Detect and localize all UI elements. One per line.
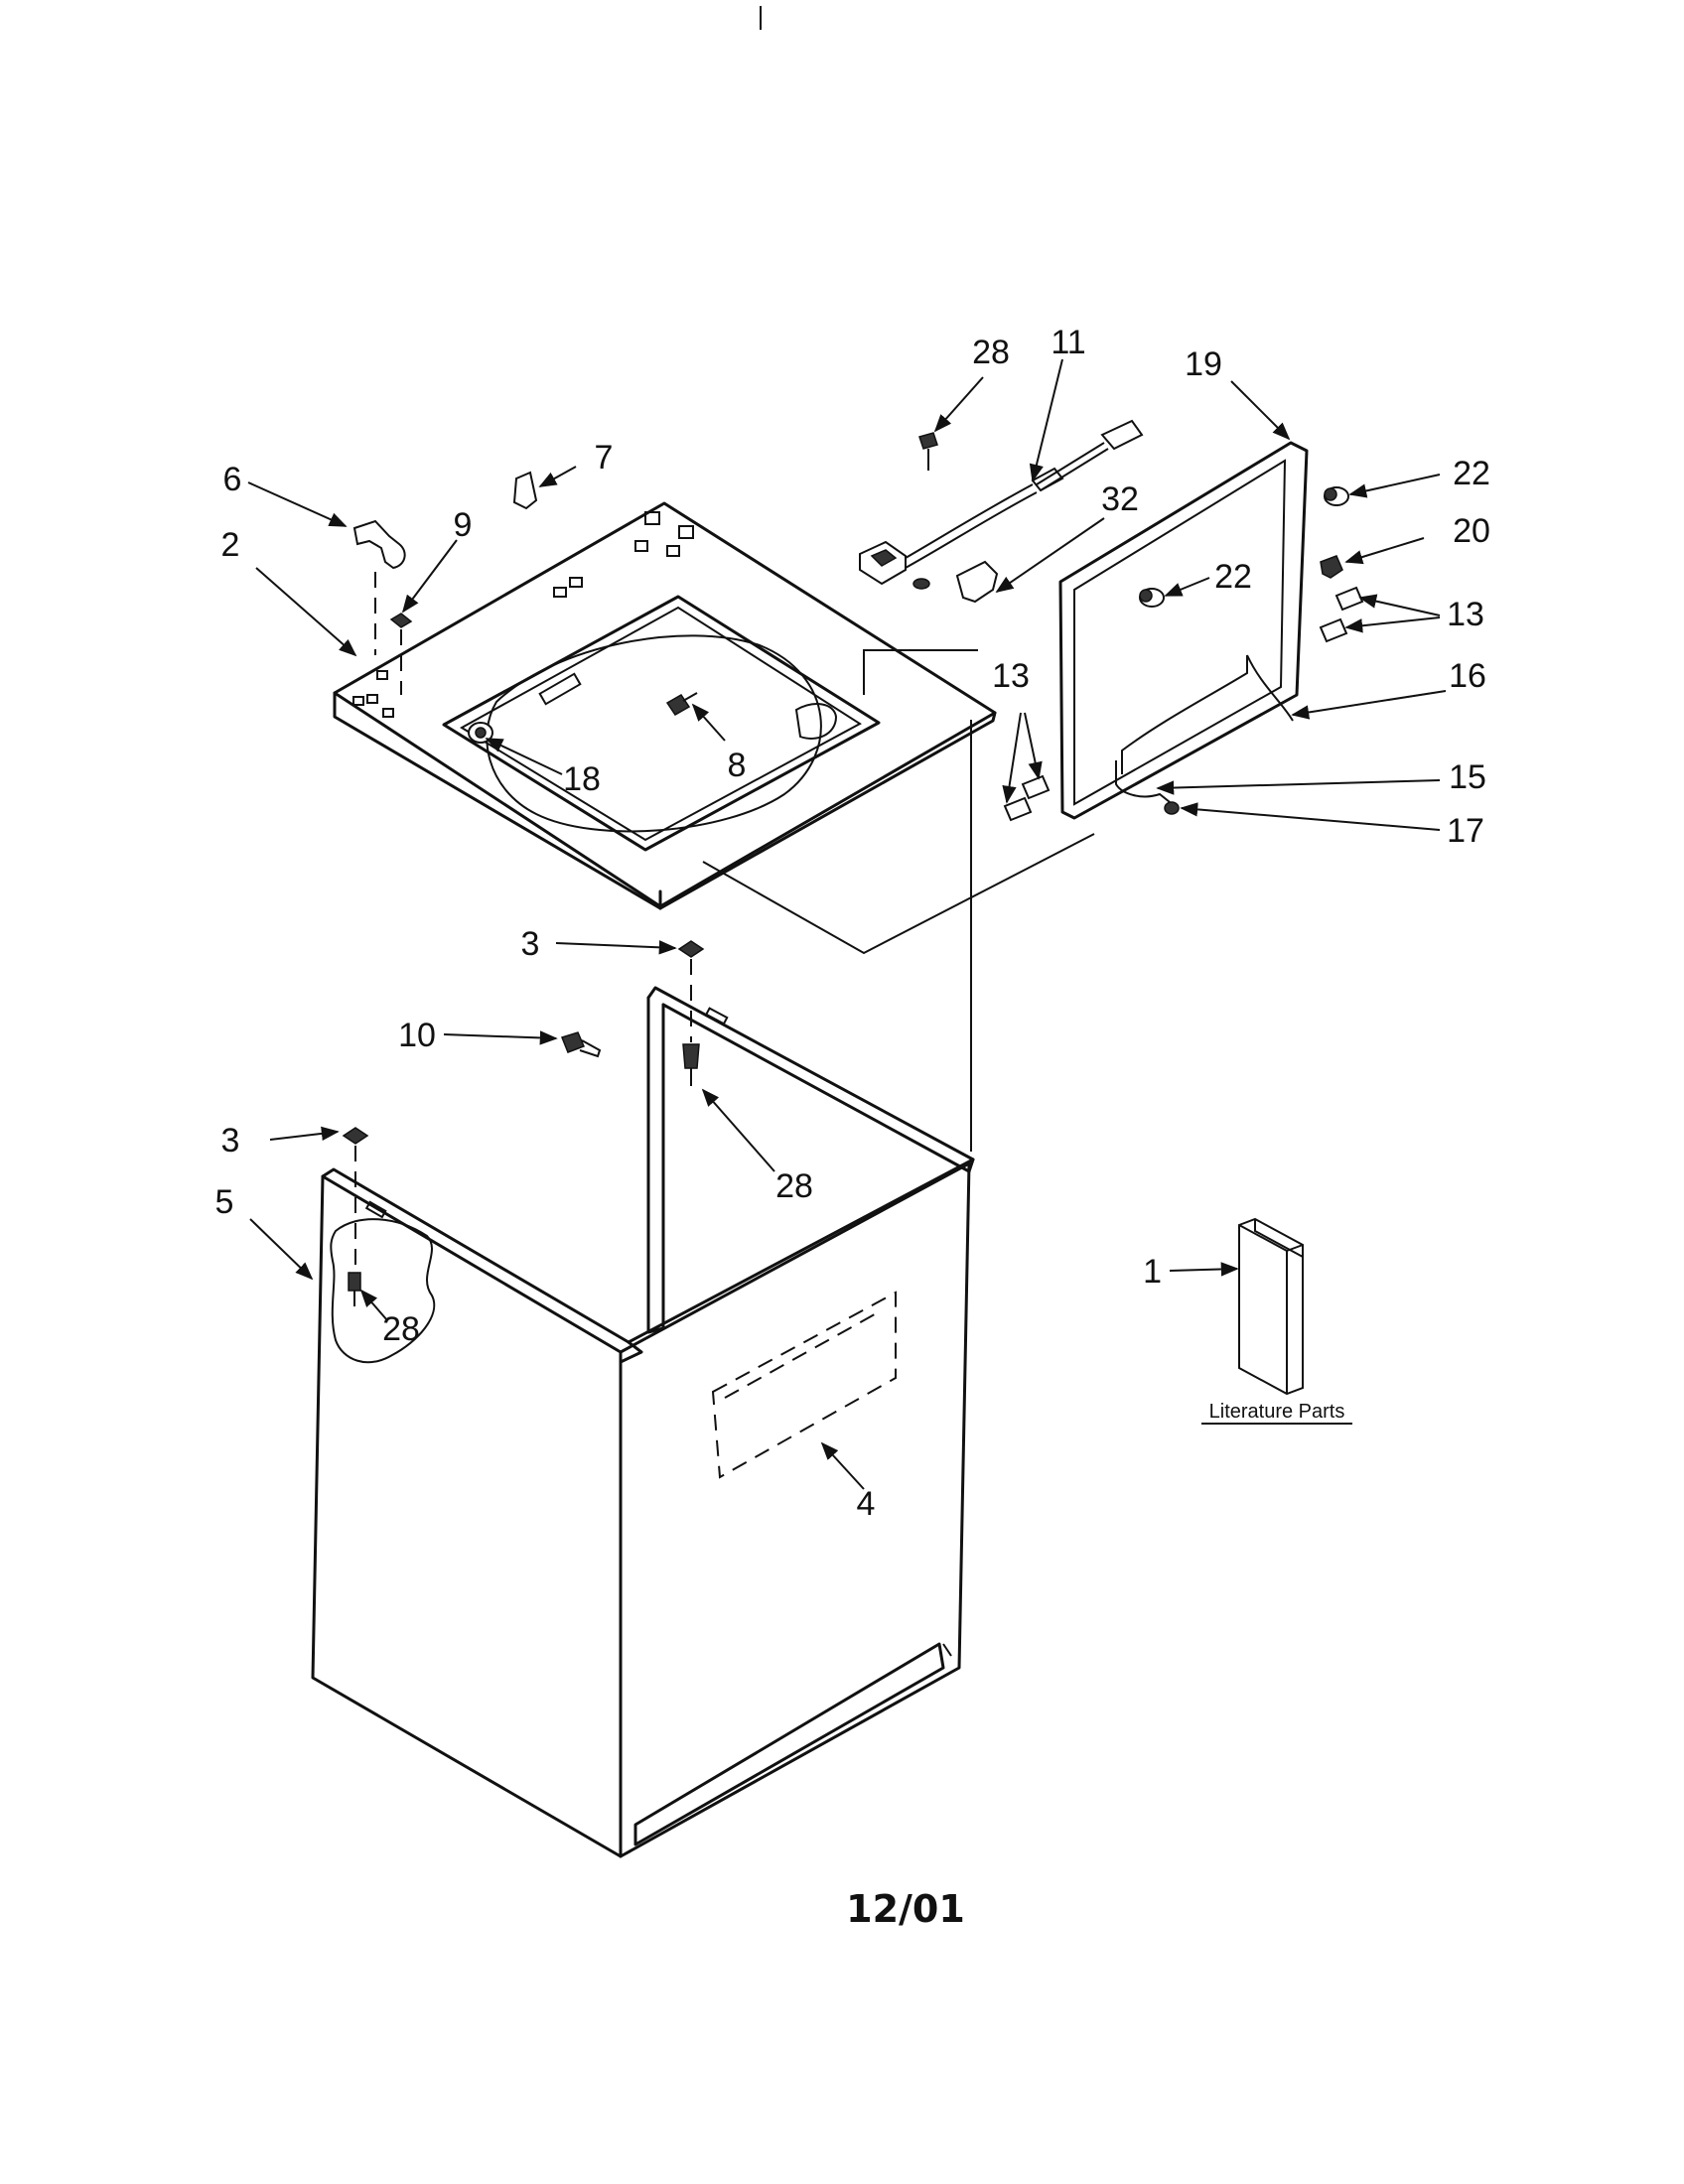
bracket-32: [955, 560, 999, 604]
callout-3-front: 3: [221, 1122, 240, 1160]
clip-nut-3-rear: [677, 940, 705, 958]
callout-22-lower: 22: [1214, 558, 1252, 596]
washer-top: [333, 501, 1095, 955]
callout-28-front: 28: [382, 1310, 420, 1348]
clip-7: [512, 471, 538, 510]
screw-28-lid-switch: [918, 432, 938, 471]
screw-28-rear: [682, 1043, 700, 1069]
back-panel-19: [1058, 441, 1309, 820]
cabinet-screw-28: [348, 1272, 361, 1306]
callout-10: 10: [398, 1017, 436, 1054]
callout-9: 9: [454, 506, 473, 544]
callout-8: 8: [728, 747, 747, 784]
clip-20: [1320, 555, 1343, 579]
callout-17: 17: [1447, 812, 1484, 850]
callout-20: 20: [1453, 512, 1490, 550]
callout-4: 4: [857, 1485, 876, 1523]
literature-pack: [1238, 1217, 1304, 1396]
callout-32: 32: [1101, 480, 1139, 518]
clip-nut-3-front: [342, 1127, 369, 1145]
knob-22-lower: [1139, 588, 1165, 608]
clip-9: [389, 613, 413, 628]
revision-date: 12/01: [846, 1887, 965, 1931]
callout-3-rear: 3: [521, 925, 540, 963]
callout-2: 2: [221, 526, 240, 564]
callout-6: 6: [223, 461, 242, 498]
callout-19: 19: [1185, 345, 1222, 383]
callout-13-right: 13: [1447, 596, 1484, 633]
callout-11: 11: [1051, 324, 1085, 361]
callout-28-rear: 28: [775, 1167, 813, 1205]
callout-7: 7: [595, 439, 614, 477]
callout-5: 5: [215, 1183, 234, 1221]
leader-lines: [247, 358, 1447, 1490]
screw-10: [561, 1031, 602, 1058]
callout-22-upper: 22: [1453, 455, 1490, 492]
knob-22-upper: [1324, 486, 1349, 506]
fitting-17: [1164, 801, 1180, 815]
washer-cabinet: [311, 986, 975, 1858]
callout-16: 16: [1449, 657, 1486, 695]
hose-16: [1121, 654, 1294, 774]
clip-6: [352, 519, 406, 570]
callout-13-left: 13: [992, 657, 1030, 695]
callout-1: 1: [1143, 1253, 1162, 1291]
callout-28-lid: 28: [972, 334, 1010, 371]
callout-18: 18: [563, 760, 601, 798]
literature-parts-label: Literature Parts: [1209, 1401, 1345, 1423]
lid-switch-11: [859, 419, 1144, 590]
hose-fittings-13: [1003, 586, 1364, 822]
callout-15: 15: [1449, 758, 1486, 796]
